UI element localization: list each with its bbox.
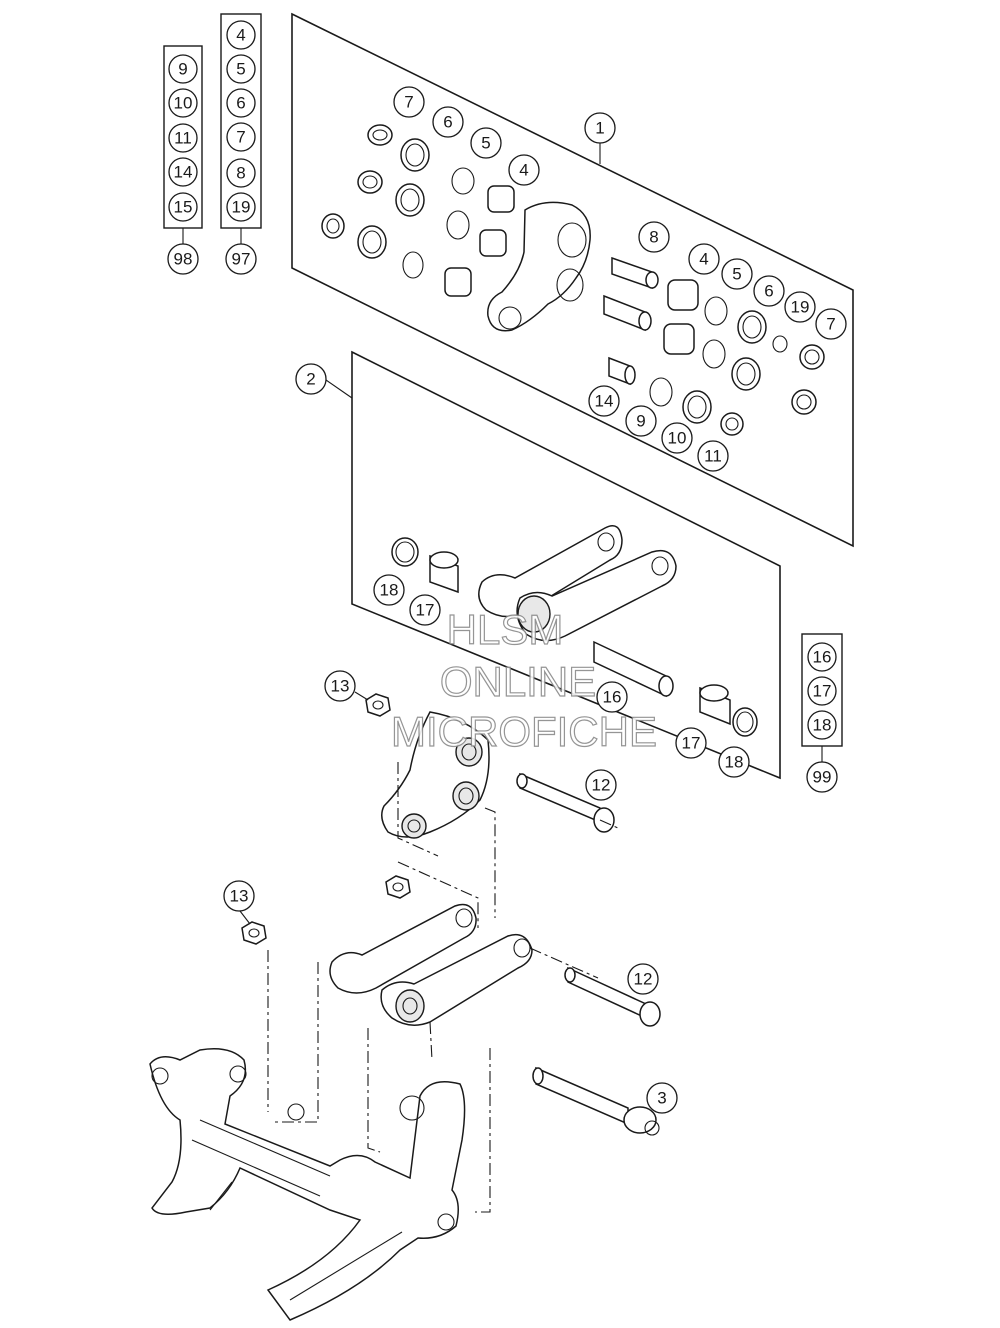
- svg-text:4: 4: [699, 250, 708, 269]
- kit-98-item: 14: [174, 163, 193, 182]
- callout-11: 11: [697, 440, 729, 472]
- callout-7: 7: [815, 308, 847, 340]
- svg-text:13: 13: [331, 677, 350, 696]
- svg-text:12: 12: [592, 776, 611, 795]
- assembly-1-small-parts-right: [603, 256, 825, 436]
- svg-text:6: 6: [764, 282, 773, 301]
- lower-pull-rods: [329, 903, 533, 1026]
- kit-99-label: 99: [813, 768, 832, 787]
- nuts: [241, 693, 411, 945]
- callout-18: 18: [718, 746, 750, 778]
- callout-12: 12: [585, 769, 617, 801]
- svg-text:9: 9: [636, 412, 645, 431]
- callout-13: 13: [324, 670, 356, 702]
- callout-9: 9: [625, 405, 657, 437]
- callout-2: 2: [295, 363, 327, 395]
- svg-text:17: 17: [682, 734, 701, 753]
- watermark-line-2: ONLINE: [440, 658, 596, 705]
- kit-99-item: 18: [813, 716, 832, 735]
- assembly-1-frame: [291, 12, 854, 548]
- watermark-line-1: HLSM: [447, 606, 564, 653]
- kit-97-item: 6: [236, 94, 245, 113]
- svg-text:14: 14: [595, 392, 614, 411]
- callout-17: 17: [675, 727, 707, 759]
- svg-text:6: 6: [443, 113, 452, 132]
- svg-text:19: 19: [791, 298, 810, 317]
- svg-text:1: 1: [595, 119, 604, 138]
- callout-6: 6: [753, 275, 785, 307]
- callout-14: 14: [588, 385, 620, 417]
- svg-text:11: 11: [704, 447, 722, 466]
- kit-97-item: 4: [236, 26, 245, 45]
- kit-97-item: 8: [236, 164, 245, 183]
- svg-text:3: 3: [657, 1089, 666, 1108]
- kit-97-item: 19: [232, 198, 251, 217]
- svg-text:10: 10: [668, 429, 687, 448]
- callout-4: 4: [688, 243, 720, 275]
- svg-text:18: 18: [725, 753, 744, 772]
- callout-7: 7: [393, 86, 425, 118]
- kit-98-item: 15: [174, 198, 193, 217]
- assembly-1-small-parts-left: [321, 124, 515, 297]
- callouts: 1 2 3 7 6 5 4 8 4 5 6 19 7 14 9 10 11 18…: [223, 86, 847, 1114]
- svg-text:5: 5: [481, 134, 490, 153]
- svg-text:16: 16: [603, 688, 622, 707]
- watermark: HLSM ONLINE MICROFICHE: [390, 605, 657, 755]
- callout-8: 8: [638, 221, 670, 253]
- callout-5: 5: [470, 127, 502, 159]
- callout-3: 3: [646, 1082, 678, 1114]
- assembly-2-frame: [351, 350, 781, 780]
- kit-98-label: 98: [174, 250, 193, 269]
- svg-text:12: 12: [634, 970, 653, 989]
- assembly-1-rocker: [487, 201, 591, 332]
- callout-12: 12: [627, 963, 659, 995]
- kit-99: 16 17 18 99: [801, 633, 843, 793]
- svg-text:5: 5: [732, 265, 741, 284]
- svg-text:18: 18: [380, 581, 399, 600]
- frame-chassis: [149, 1048, 466, 1321]
- callout-19: 19: [784, 291, 816, 323]
- assembly-2-parts: [391, 525, 758, 737]
- kit-97-item: 7: [236, 128, 245, 147]
- assembly-dash-lines: [267, 762, 619, 1213]
- callout-17: 17: [409, 594, 441, 626]
- callout-4: 4: [508, 154, 540, 186]
- svg-text:7: 7: [404, 93, 413, 112]
- kit-98-item: 10: [174, 94, 193, 113]
- kit-99-item: 17: [813, 682, 832, 701]
- svg-text:17: 17: [416, 601, 435, 620]
- svg-text:4: 4: [519, 161, 528, 180]
- callout-18: 18: [373, 574, 405, 606]
- watermark-line-3: MICROFICHE: [391, 708, 657, 755]
- kit-97: 4 5 6 7 8 19 97: [220, 13, 262, 275]
- callout-5: 5: [721, 258, 753, 290]
- kit-98-item: 11: [174, 129, 192, 148]
- svg-text:8: 8: [649, 228, 658, 247]
- callout-10: 10: [661, 422, 693, 454]
- svg-text:7: 7: [826, 315, 835, 334]
- kit-98: 9 10 11 14 15 98: [163, 45, 203, 275]
- svg-text:2: 2: [306, 370, 315, 389]
- callout-16: 16: [596, 681, 628, 713]
- lower-rocker: [381, 711, 490, 839]
- callout-13: 13: [223, 880, 255, 912]
- svg-text:13: 13: [230, 887, 249, 906]
- bolts: [516, 772, 661, 1136]
- kit-97-label: 97: [232, 250, 251, 269]
- callout-1: 1: [584, 112, 616, 144]
- kit-98-item: 9: [178, 60, 187, 79]
- kit-97-item: 5: [236, 60, 245, 79]
- kit-99-item: 16: [813, 648, 832, 667]
- callout-6: 6: [432, 106, 464, 138]
